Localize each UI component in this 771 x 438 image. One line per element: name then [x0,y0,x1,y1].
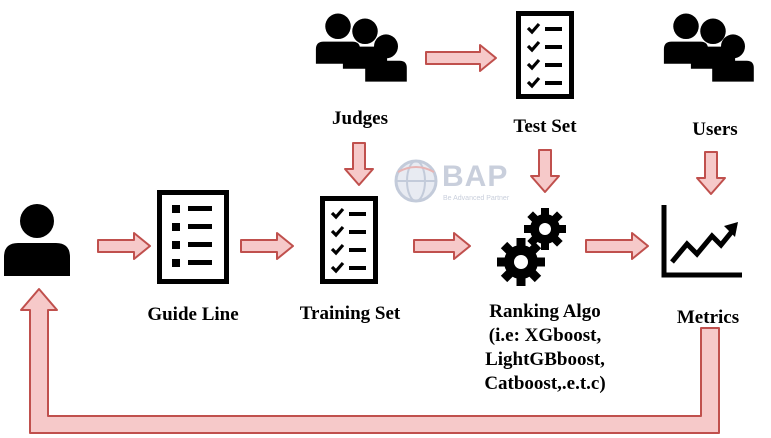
single-person-icon [4,204,70,276]
arrow-guideline-to-trainingset [240,232,294,260]
arrow-testset-to-ranking [530,149,560,193]
test-set-checklist-icon [514,9,576,101]
arrow-ranking-to-metrics [585,232,649,260]
arrow-user-to-guideline [97,232,151,260]
judges-people-group-icon [315,13,407,82]
arrow-judges-to-trainingset [344,142,374,186]
guide-line-label: Guide Line [147,304,239,325]
users-label: Users [692,119,738,140]
watermark-logo-text: BAP [442,160,509,193]
ranking-algo-label: Ranking Algo (i.e: XGboost, LightGBboost… [455,300,635,396]
arrow-users-to-metrics [696,151,726,195]
feedback-loop-arrow [20,288,720,434]
arrow-judges-to-testset [425,44,497,72]
training-set-label: Training Set [299,303,401,324]
metrics-label: Metrics [676,307,740,328]
arrows [20,44,726,434]
line-chart-icon [661,205,742,278]
arrow-trainingset-to-ranking [413,232,471,260]
watermark-tagline: Be Advanced Partner [443,195,510,202]
watermark-globe-icon [394,159,438,203]
test-set-label: Test Set [513,116,577,137]
ranking-algo-line-3: LightGBboost, [485,349,605,370]
users-people-group-icon [663,13,754,82]
judges-label: Judges [332,108,388,129]
ranking-algo-line-2: (i.e: XGboost, [488,325,602,346]
ranking-algo-line-4: Catboost,.e.t.c) [484,373,606,394]
gears-icon [497,208,566,286]
ranking-algo-line-1: Ranking Algo [489,301,601,322]
training-set-checklist-icon [318,194,380,286]
bulleted-list-icon [157,190,229,284]
